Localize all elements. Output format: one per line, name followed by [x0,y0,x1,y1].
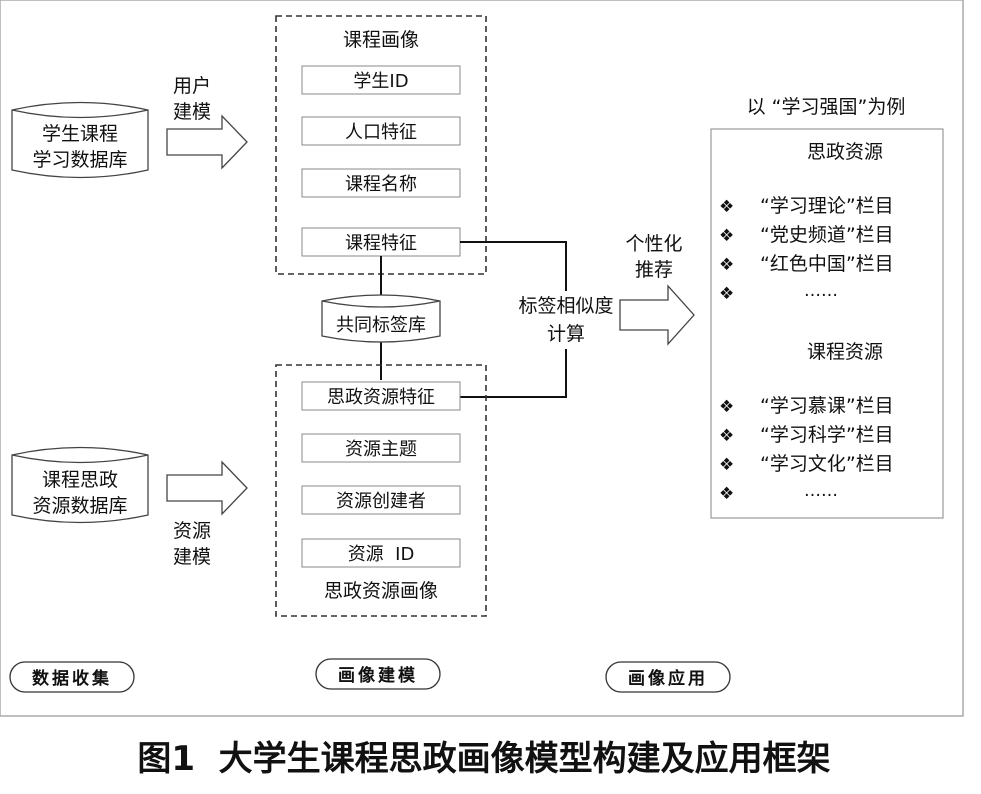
bullet-icon: ❖ [719,284,734,304]
field-resource-id-label: 资源 ID [348,544,415,565]
ideology-item-more: …… [804,281,838,301]
application-example-title: 以 “学习强国”为例 [747,96,906,118]
bullet-icon: ❖ [719,255,734,275]
ideology-item-3: “红色中国”栏目 [760,253,894,275]
bullet-icon: ❖ [719,397,734,417]
recommend-arrow-icon [619,284,695,346]
bullet-icon: ❖ [719,226,734,246]
resource-database: 课程思政 资源数据库 [11,446,149,524]
application-box [710,128,944,519]
field-course-name-label: 课程名称 [345,174,417,195]
user-modeling-label-2: 建模 [173,101,211,123]
field-student-id-label: 学生ID [353,71,408,92]
course-item-2: “学习科学”栏目 [760,424,894,446]
student-db-line-2: 学习数据库 [32,149,127,171]
resource-db-line-2: 资源数据库 [32,495,127,517]
course-resources-title: 课程资源 [807,341,883,363]
student-course-database: 学生课程 学习数据库 [11,101,149,179]
field-course-features-label: 课程特征 [345,233,417,254]
ideology-resources-title: 思政资源 [807,141,883,163]
field-resource-id [301,538,461,568]
connector-resource-features-to-similarity [460,348,567,398]
field-course-features [301,227,461,257]
course-profile-title: 课程画像 [343,29,419,51]
user-modeling-arrow-icon [166,114,248,170]
stage-profile-modeling [315,658,441,690]
course-item-more: …… [804,481,838,501]
field-resource-features [301,381,461,411]
resource-profile-box [275,364,487,617]
field-course-name [301,168,461,198]
field-resource-theme [301,433,461,463]
field-resource-creator-label: 资源创建者 [336,491,426,512]
student-db-line-1: 学生课程 [42,123,118,145]
course-item-3: “学习文化”栏目 [760,453,894,475]
connector-course-features-to-similarity [460,241,567,295]
figure-frame [0,0,964,717]
resource-modeling-label-2: 建模 [173,546,211,568]
field-demographics-label: 人口特征 [345,122,417,143]
recommend-label-1: 个性化 [625,233,682,255]
bullet-icon: ❖ [719,197,734,217]
resource-db-line-1: 课程思政 [42,469,118,491]
stage-data-collection-label: 数据收集 [32,668,112,689]
field-student-id [301,65,461,95]
recommend-label-2: 推荐 [635,259,673,281]
field-demographics [301,116,461,146]
course-item-1: “学习慕课”栏目 [760,395,894,417]
stage-data-collection [9,661,135,693]
bullet-icon: ❖ [719,455,734,475]
ideology-item-1: “学习理论”栏目 [760,195,894,217]
resource-modeling-arrow-icon [166,460,248,516]
bullet-icon: ❖ [719,426,734,446]
stage-profile-application-label: 画像应用 [628,668,708,689]
field-resource-theme-label: 资源主题 [345,439,417,460]
shared-tag-library: 共同标签库 [321,294,441,343]
similarity-label-2: 计算 [547,323,585,345]
stage-profile-application [605,661,731,693]
field-resource-features-label: 思政资源特征 [327,387,435,408]
figure-caption: 图1 大学生课程思政画像模型构建及应用框架 [137,739,830,779]
similarity-label-bg [498,291,636,349]
resource-profile-title: 思政资源画像 [324,580,438,602]
resource-modeling-label-1: 资源 [173,520,211,542]
user-modeling-label-1: 用户 [173,75,211,97]
field-resource-creator [301,485,461,515]
bullet-icon: ❖ [719,484,734,504]
ideology-item-2: “党史频道”栏目 [760,224,894,246]
similarity-label-1: 标签相似度 [518,295,613,317]
stage-profile-modeling-label: 画像建模 [338,665,418,686]
tag-library-label: 共同标签库 [336,315,426,336]
